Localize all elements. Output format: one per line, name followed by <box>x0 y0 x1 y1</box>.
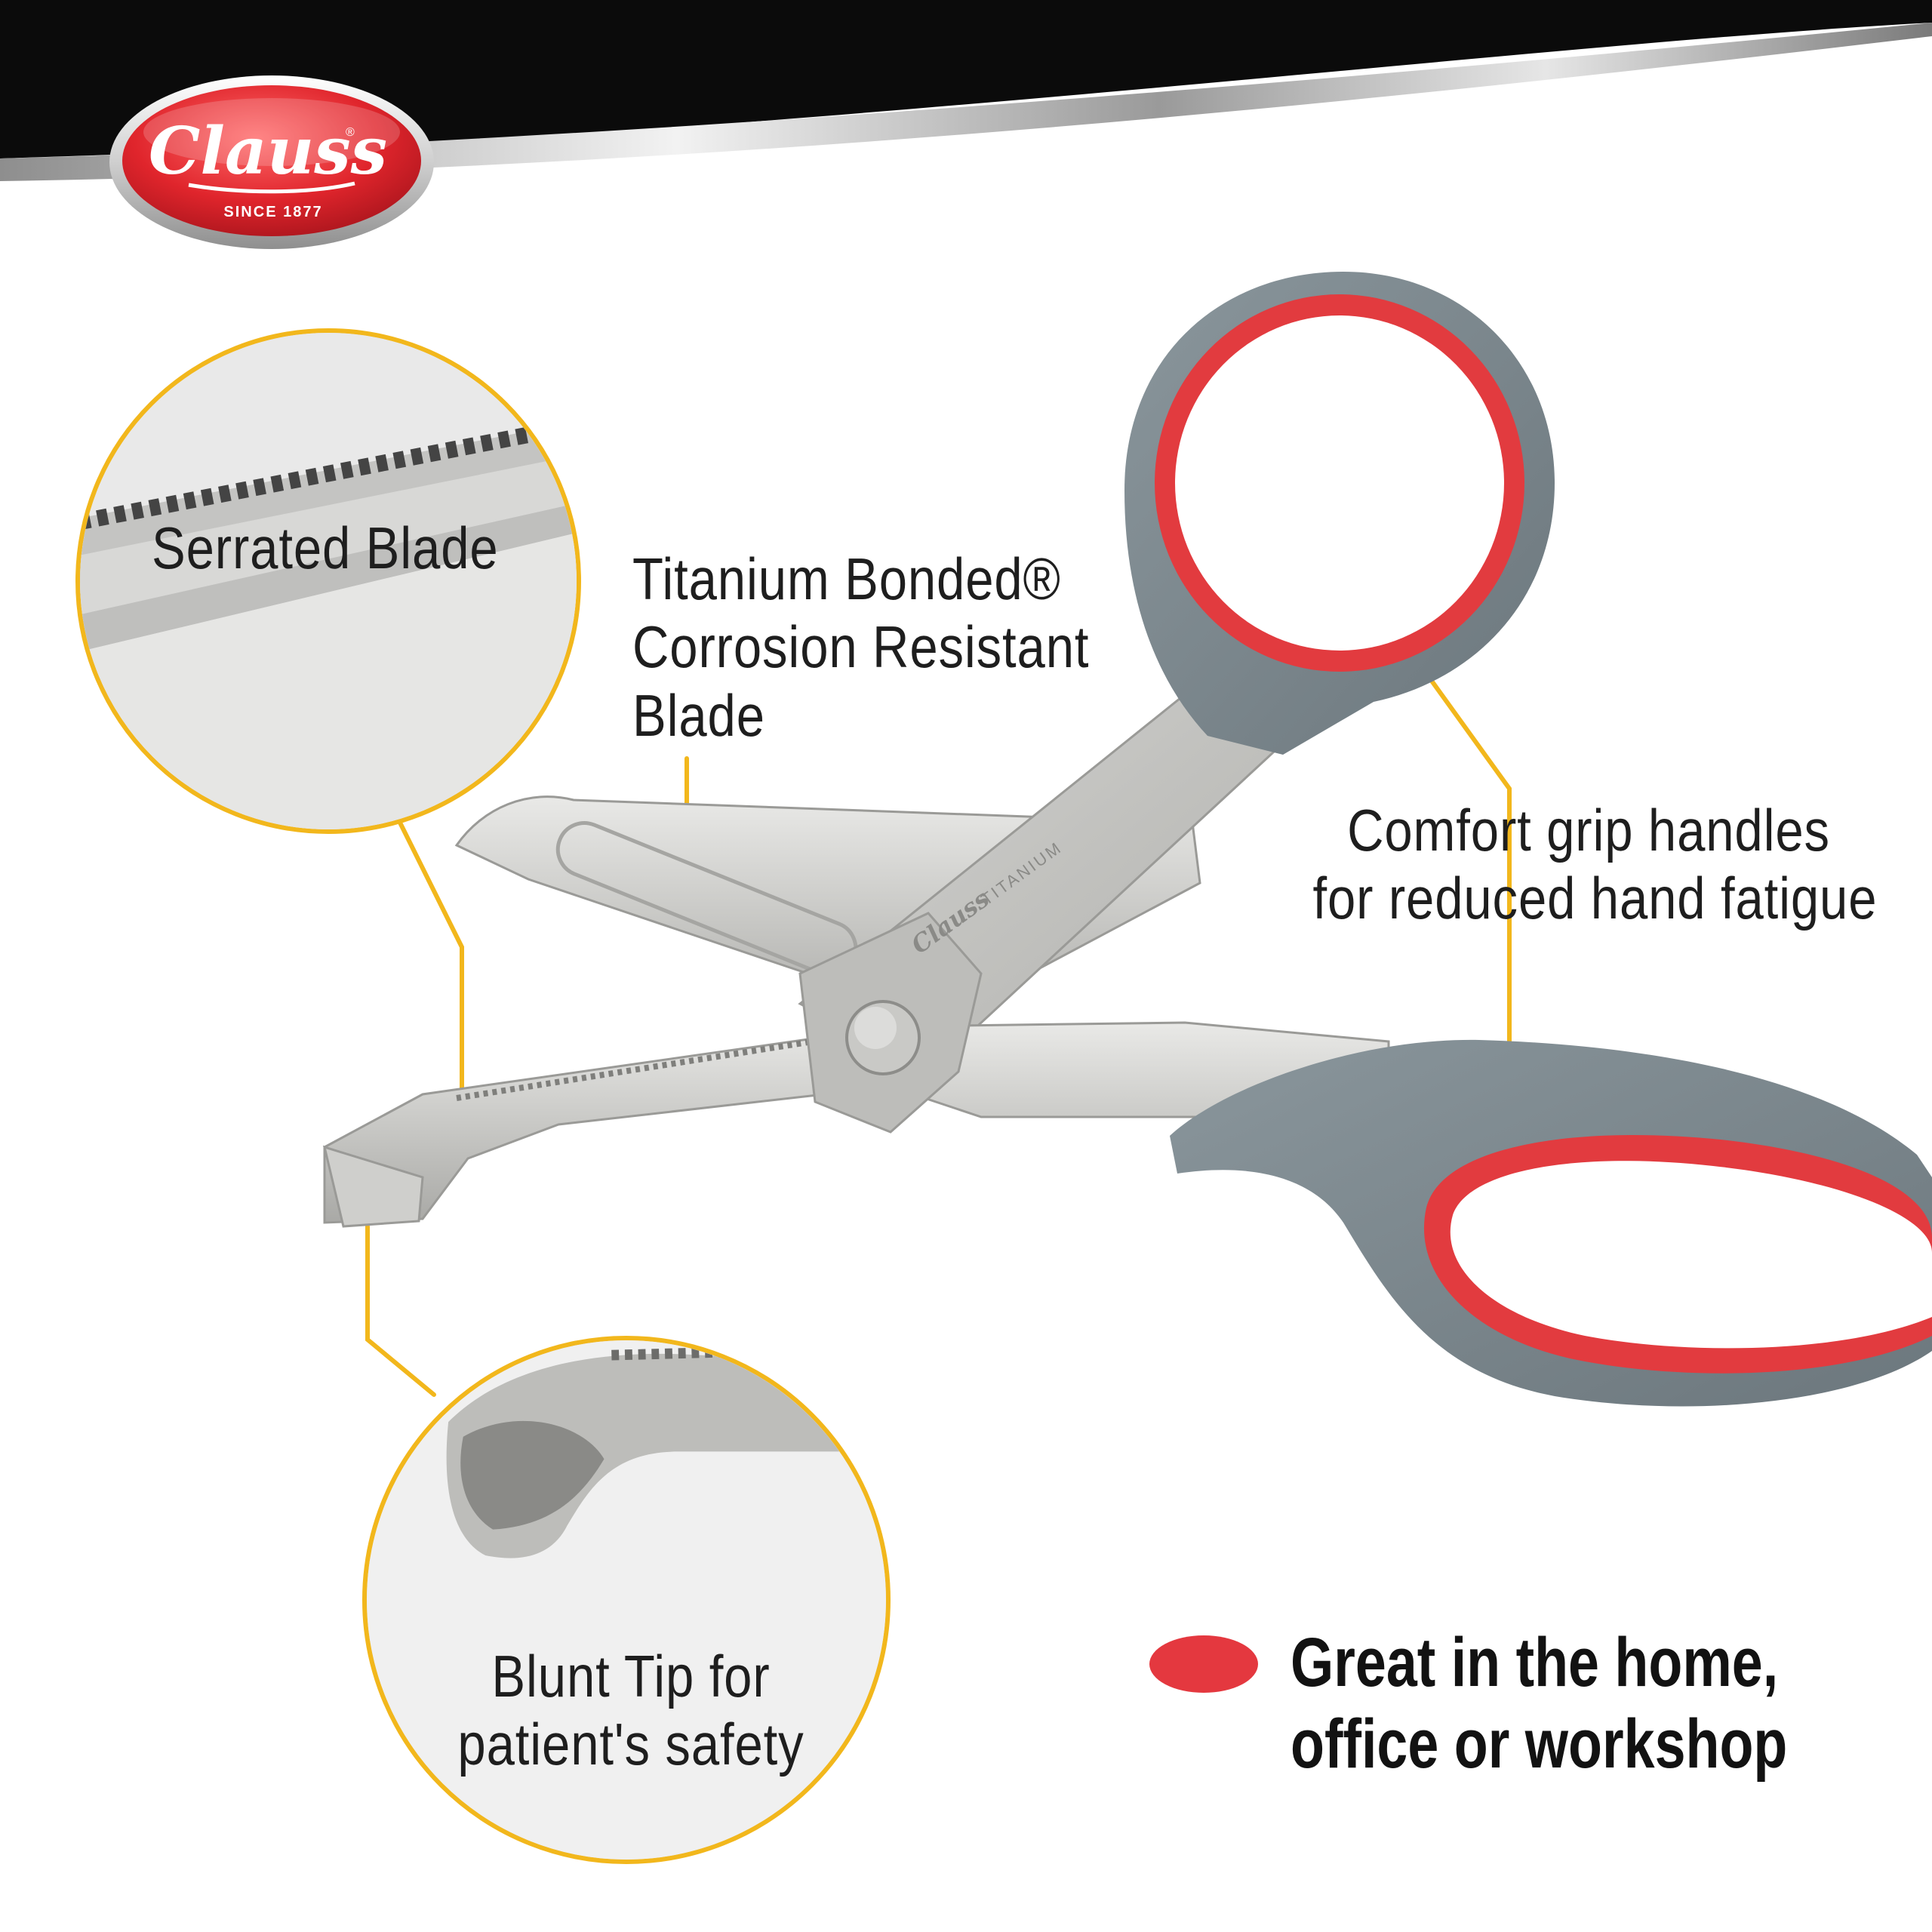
brand-logo: Clauss ® SINCE 1877 <box>109 75 434 249</box>
comfort-grip-label: Comfort grip handles for reduced hand fa… <box>1312 796 1878 933</box>
blunt-tip-detail <box>367 1340 886 1860</box>
blunt-tip-callout: Blunt Tip for patient's safety <box>362 1336 891 1864</box>
blunt-tip-label: Blunt Tip for patient's safety <box>404 1642 858 1779</box>
titanium-line2: Corrosion Resistant <box>632 614 1090 681</box>
serrated-blade-callout: Serrated Blade <box>75 328 581 834</box>
serrated-blade-detail <box>80 333 577 829</box>
blunt-tip-line2: patient's safety <box>457 1711 804 1778</box>
tagline-line1: Great in the home, <box>1291 1624 1779 1701</box>
titanium-line1: Titanium Bonded® <box>632 546 1061 612</box>
lower-handle <box>1170 1039 1932 1407</box>
comfort-line1: Comfort grip handles <box>1347 797 1830 863</box>
titanium-label: Titanium Bonded® Corrosion Resistant Bla… <box>632 545 1089 749</box>
tagline-line2: office or workshop <box>1291 1705 1788 1783</box>
red-bullet-icon <box>1149 1635 1258 1693</box>
serrated-blade-label: Serrated Blade <box>152 515 499 581</box>
upper-handle <box>1124 272 1555 755</box>
registered-mark-icon: ® <box>346 126 355 139</box>
blunt-tip-line1: Blunt Tip for <box>491 1643 771 1709</box>
logo-since: SINCE 1877 <box>223 204 322 220</box>
serrated-connector <box>398 820 464 1100</box>
comfort-line2: for reduced hand fatigue <box>1312 865 1878 932</box>
logo-wordmark: Clauss <box>149 113 387 189</box>
blunt-tip <box>322 1145 424 1228</box>
tagline: Great in the home, office or workshop <box>1291 1623 1787 1785</box>
titanium-line3: Blade <box>632 681 765 749</box>
